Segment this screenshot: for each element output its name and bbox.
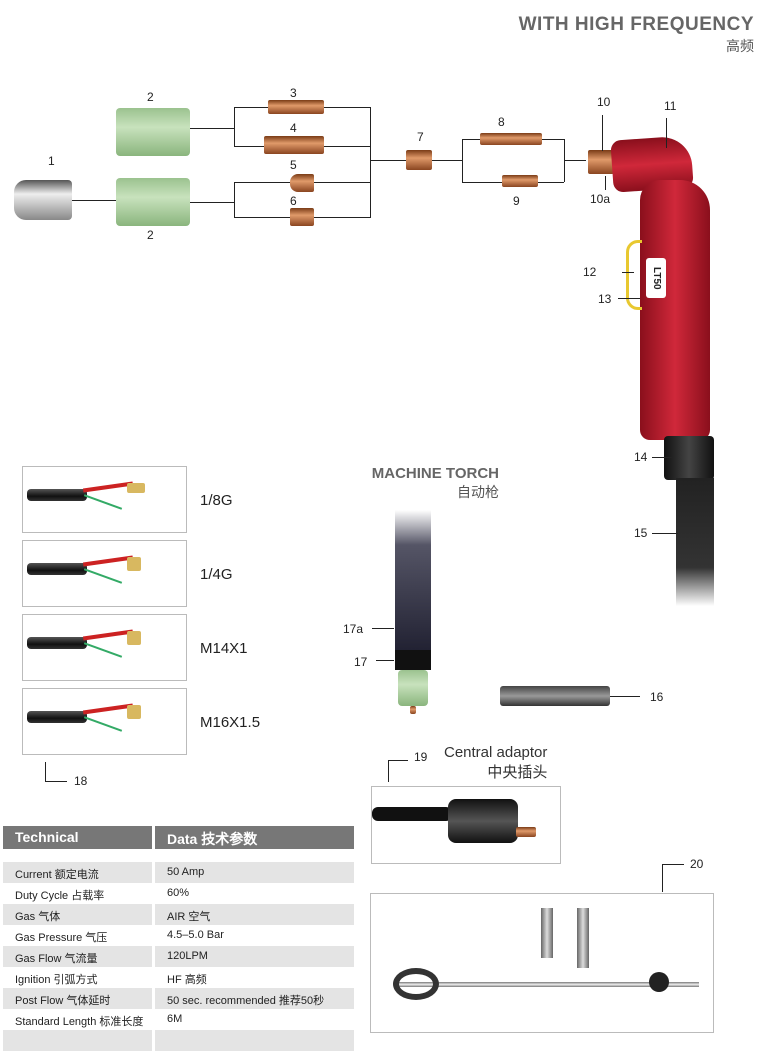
cable-option-box: [22, 614, 187, 681]
part-label: 4: [290, 121, 297, 135]
part-label: 12: [583, 265, 597, 279]
part-2-retaining-cap: [116, 178, 190, 226]
part-label: 5: [290, 158, 297, 172]
torch-boot: [664, 436, 714, 480]
part-label: 7: [417, 130, 424, 144]
table-row: Duty Cycle 占载率 60%: [3, 883, 354, 904]
part-label: 20: [690, 857, 704, 871]
cable-option-box: [22, 466, 187, 533]
cable-label: M16X1.5: [200, 714, 261, 731]
part-label: 14: [634, 450, 648, 464]
torch-cable: [676, 478, 714, 606]
row-label: Duty Cycle 占载率: [15, 890, 105, 902]
torch-handle: [640, 180, 710, 440]
row-value: AIR 空气: [155, 904, 354, 925]
part-label: 17a: [343, 622, 364, 636]
part-label: 19: [414, 750, 428, 764]
row-label: Gas 气体: [3, 904, 152, 925]
part-1-shield-cup: [14, 180, 72, 220]
part-label: 13: [598, 292, 612, 306]
row-label: Current 额定电流: [3, 862, 152, 883]
part-label: 3: [290, 86, 297, 100]
machine-torch-body: [395, 510, 431, 650]
part-label: 10a: [590, 192, 611, 206]
table-header-technical: Technical: [3, 826, 152, 849]
part-6-nozzle: [290, 208, 314, 226]
part-label: 17: [354, 655, 368, 669]
central-adaptor-box: [371, 786, 561, 864]
part-label: 10: [597, 95, 611, 109]
torch-model-label: LT50: [646, 258, 666, 298]
part-label: 18: [74, 774, 88, 788]
row-label: Standard Length 标准长度: [15, 1016, 144, 1028]
cable-option-box: [22, 540, 187, 607]
row-value: 6M: [167, 1013, 183, 1025]
part-label: 6: [290, 194, 297, 208]
machine-torch-subtitle: 自动枪: [457, 484, 499, 500]
row-value: HF 高频: [167, 974, 207, 986]
cable-label: 1/8G: [200, 492, 233, 509]
central-adaptor-title: Central adaptor: [444, 744, 548, 761]
torch-tip: [588, 150, 614, 174]
part-3-nozzle: [268, 100, 324, 114]
part-label: 11: [664, 99, 677, 113]
cable-label: 1/4G: [200, 566, 233, 583]
cable-label: M14X1: [200, 640, 248, 657]
table-row-empty: [3, 1030, 354, 1051]
part-label: 15: [634, 526, 648, 540]
cable-option-box: [22, 688, 187, 755]
header-title: WITH HIGH FREQUENCY: [518, 14, 754, 35]
machine-torch-title: MACHINE TORCH: [371, 465, 499, 482]
row-value: 4.5–5.0 Bar: [167, 929, 224, 941]
part-label: 2: [147, 90, 154, 104]
part-16-spanner: [500, 686, 610, 706]
row-value: 50 sec. recommended 推荐50秒: [155, 988, 354, 1009]
header-subtitle: 高频: [726, 38, 754, 54]
part-7-swirl-ring: [406, 150, 432, 170]
central-adaptor-subtitle: 中央插头: [487, 764, 548, 781]
row-value: 50 Amp: [155, 862, 354, 883]
table-header: Technical Data 技术参数: [3, 826, 354, 849]
part-9-electrode: [502, 175, 538, 187]
part-label: 16: [650, 690, 664, 704]
row-value: 60%: [167, 887, 190, 899]
table-row: Ignition 引弧方式 HF 高频: [3, 967, 354, 988]
row-label: Ignition 引弧方式: [15, 974, 98, 986]
part-2-retaining-cap: [116, 108, 190, 156]
part-8-electrode: [480, 133, 542, 145]
row-label: Gas Flow 气流量: [3, 946, 152, 967]
part-5-nozzle: [290, 174, 314, 192]
row-label: Post Flow 气体延时: [3, 988, 152, 1009]
page-header: WITH HIGH FREQUENCY 高频: [519, 14, 754, 56]
row-label: Gas Pressure 气压: [15, 932, 108, 944]
part-label: 8: [498, 115, 505, 129]
part-label: 1: [48, 154, 55, 168]
table-row: Gas Pressure 气压 4.5–5.0 Bar: [3, 925, 354, 946]
part-label: 2: [147, 228, 154, 242]
row-value: 120LPM: [155, 946, 354, 967]
part-4-nozzle: [264, 136, 324, 154]
part-label: 9: [513, 194, 520, 208]
table-header-data: Data 技术参数: [155, 826, 354, 849]
torch-trigger: [626, 240, 642, 310]
table-row: Standard Length 标准长度 6M: [3, 1009, 354, 1030]
